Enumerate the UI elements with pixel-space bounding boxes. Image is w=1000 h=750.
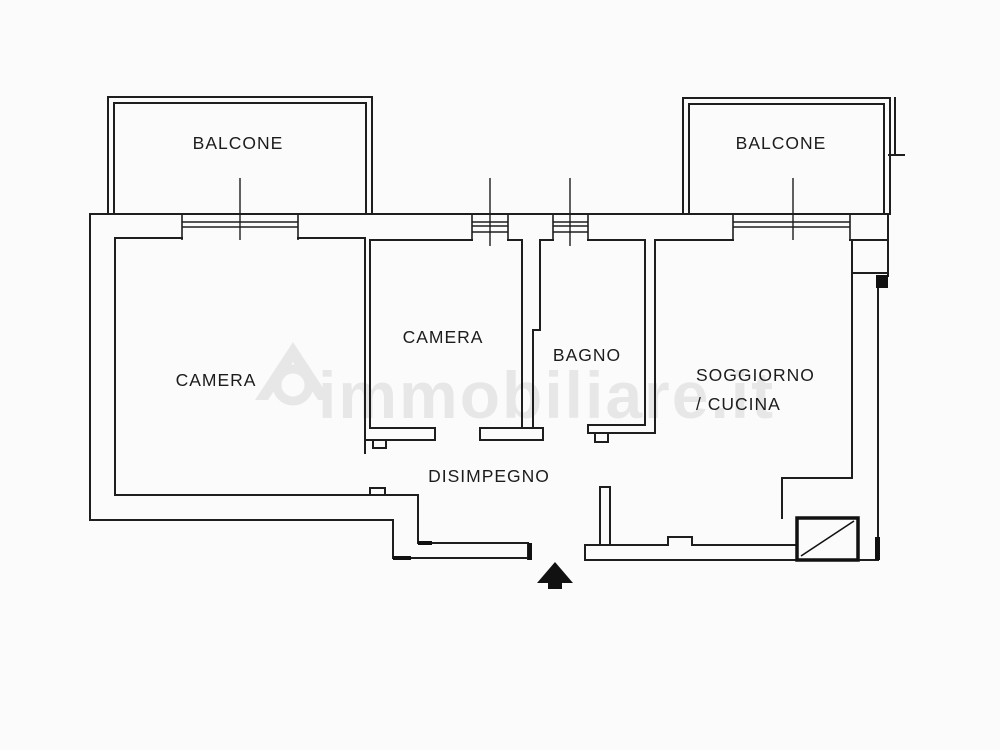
soggiorno-walls xyxy=(584,239,853,561)
watermark-text: immobiliare.it xyxy=(318,358,775,432)
window-axis-lines xyxy=(239,178,794,246)
top-wall-inner-edge xyxy=(114,237,889,241)
room-label-balcone-left: BALCONE xyxy=(193,133,284,153)
room-label-camera-middle: CAMERA xyxy=(403,327,484,347)
room-label-balcone-right: BALCONE xyxy=(736,133,827,153)
room-label-soggiorno: SOGGIORNO xyxy=(696,365,815,385)
watermark-house-icon xyxy=(255,342,331,406)
balcony-door-right-window xyxy=(732,214,851,240)
door-jamb-marks xyxy=(393,275,888,560)
room-label-cucina: / CUCINA xyxy=(696,394,781,414)
room-labels-layer: BALCONE BALCONE CAMERA CAMERA BAGNO SOGG… xyxy=(176,133,827,486)
room-label-disimpegno: DISIMPEGNO xyxy=(428,466,550,486)
room-label-bagno: BAGNO xyxy=(553,345,621,365)
room-label-camera-left: CAMERA xyxy=(176,370,257,390)
shaft-diagonal-line xyxy=(800,520,855,557)
balcony-left-walls xyxy=(107,96,373,215)
outer-walls xyxy=(89,213,889,561)
camera-divider-wall xyxy=(364,237,436,454)
entrance-arrow-icon xyxy=(537,562,573,589)
balcony-right-walls xyxy=(682,97,905,215)
walls-layer xyxy=(89,96,905,561)
bagno-walls xyxy=(587,239,656,443)
camera-left-walls xyxy=(114,237,529,560)
camera-bagno-wall xyxy=(479,239,544,441)
window-symbols-layer xyxy=(181,178,851,246)
watermark: immobiliare.it xyxy=(255,342,775,432)
balcony-door-left-window xyxy=(181,214,299,240)
shaft-box xyxy=(795,516,860,562)
